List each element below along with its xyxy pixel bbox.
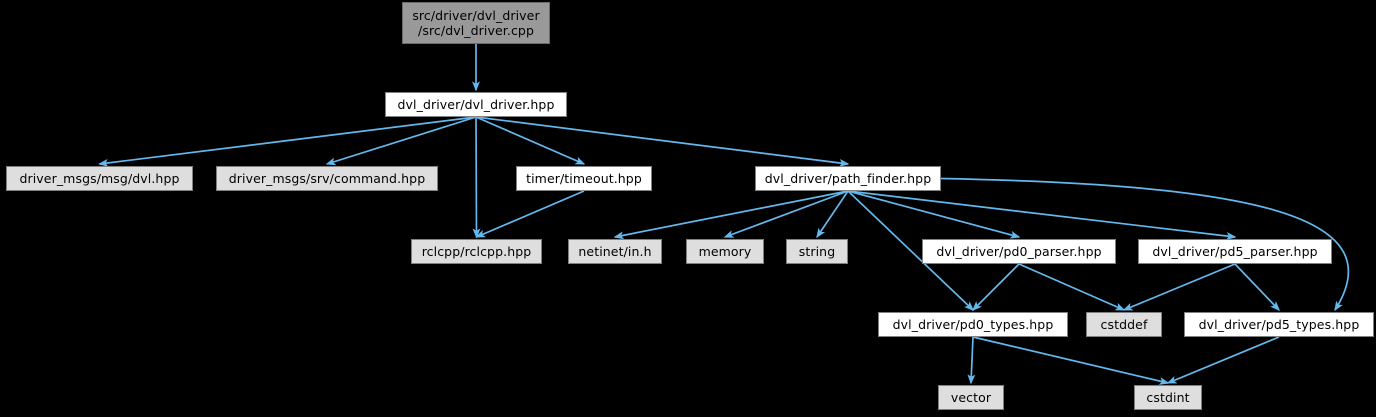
edge-dvl_driver-to-srv_command	[325, 116, 477, 166]
edge-path_finder-to-netinet	[613, 190, 849, 240]
graph-node-pd5_parser[interactable]: dvl_driver/pd5_parser.hpp	[1138, 239, 1332, 264]
graph-node-timeout[interactable]: timer/timeout.hpp	[516, 166, 652, 191]
edge-dvl_driver-to-msg_dvl	[98, 116, 477, 167]
edge-pd5_types-to-cstdint	[1166, 336, 1280, 384]
edge-pd0_parser-to-pd0_types	[972, 263, 1020, 311]
graph-node-msg_dvl[interactable]: driver_msgs/msg/dvl.hpp	[6, 166, 193, 191]
graph-node-pd0_parser[interactable]: dvl_driver/pd0_parser.hpp	[922, 239, 1116, 264]
edge-dvl_driver-to-path_finder	[475, 116, 850, 167]
graph-node-dvl_driver[interactable]: dvl_driver/dvl_driver.hpp	[385, 92, 567, 117]
graph-node-cstddef[interactable]: cstddef	[1086, 312, 1162, 337]
graph-node-netinet[interactable]: netinet/in.h	[568, 239, 662, 264]
edge-pd0_types-to-cstdint	[972, 336, 1170, 385]
graph-node-memory[interactable]: memory	[686, 239, 764, 264]
edge-path_finder-to-pd0_parser	[847, 190, 1021, 239]
edge-pd5_parser-to-pd5_types	[1234, 263, 1280, 312]
graph-node-pd5_types[interactable]: dvl_driver/pd5_types.hpp	[1184, 312, 1374, 337]
edge-pd0_types-to-vector	[967, 336, 976, 385]
edge-pd5_parser-to-cstddef	[1122, 263, 1236, 311]
graph-node-path_finder[interactable]: dvl_driver/path_finder.hpp	[755, 166, 941, 191]
edge-dvl_driver-to-rclcpp	[472, 116, 481, 239]
graph-node-rclcpp[interactable]: rclcpp/rclcpp.hpp	[411, 239, 542, 264]
graph-node-root[interactable]: src/driver/dvl_driver /src/dvl_driver.cp…	[402, 2, 550, 44]
graph-node-string[interactable]: string	[786, 239, 848, 264]
edge-timeout-to-rclcpp	[475, 190, 585, 238]
graph-node-srv_command[interactable]: driver_msgs/srv/command.hpp	[216, 166, 438, 191]
edges	[98, 44, 1350, 385]
edge-path_finder-to-pd5_parser	[847, 190, 1237, 240]
edge-dvl_driver-to-timeout	[475, 116, 586, 165]
graph-node-vector[interactable]: vector	[938, 385, 1004, 410]
graph-node-cstdint[interactable]: cstdint	[1134, 385, 1202, 410]
edge-path_finder-to-pd5_types	[940, 177, 1350, 312]
edge-path_finder-to-pd0_types	[847, 190, 975, 311]
graph-node-pd0_types[interactable]: dvl_driver/pd0_types.hpp	[878, 312, 1068, 337]
edge-path_finder-to-memory	[723, 190, 849, 238]
edge-path_finder-to-string	[816, 190, 849, 239]
edge-pd0_parser-to-cstddef	[1018, 263, 1126, 311]
